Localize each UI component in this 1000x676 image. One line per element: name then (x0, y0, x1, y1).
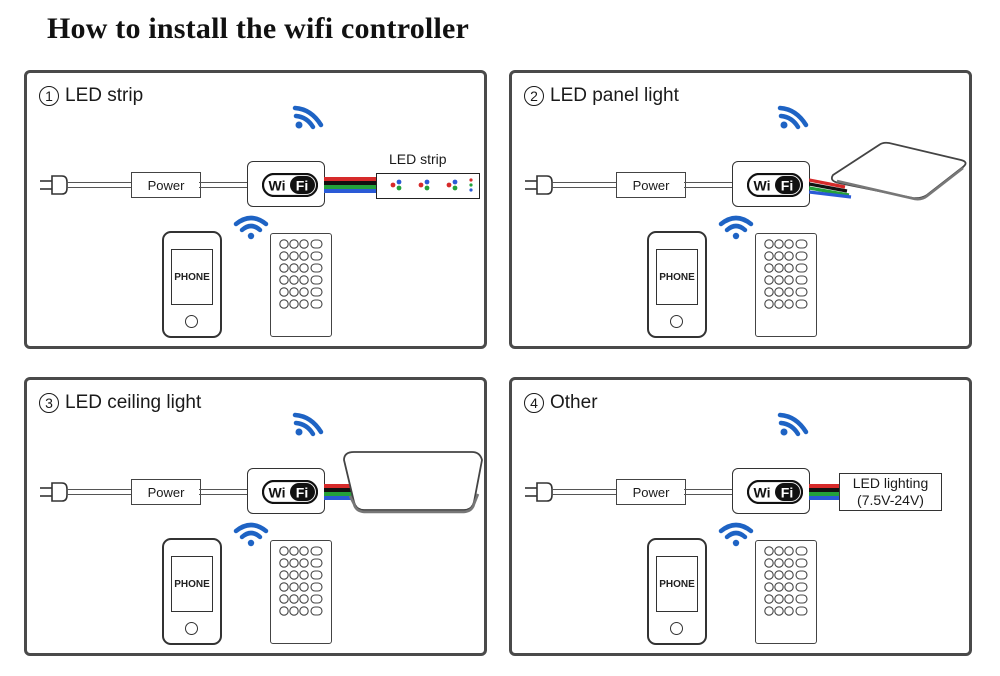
smartphone: PHONE (162, 538, 222, 645)
device-label-line1: LED lighting (852, 475, 929, 491)
remote-control (270, 233, 332, 337)
rgb-wires (809, 484, 839, 500)
home-button-icon (670, 315, 683, 328)
logo-text-left: Wi (269, 178, 286, 194)
logo-text-right: Fi (781, 178, 793, 194)
remote-buttons-icon (279, 546, 323, 616)
plug-icon (525, 175, 553, 195)
rgb-wires (324, 484, 354, 500)
plug-icon (40, 175, 68, 195)
home-button-icon (670, 622, 683, 635)
panel-label: LED ceiling light (65, 392, 202, 413)
remote-buttons-icon (279, 239, 323, 309)
step-number: 4 (524, 393, 544, 413)
power-supply: Power (131, 479, 201, 505)
rgb-wires (324, 177, 382, 193)
remote-buttons-icon (764, 239, 808, 309)
plug-icon (40, 482, 68, 502)
wifi-signal-icon (718, 215, 754, 240)
wifi-controller: Wi Fi (732, 161, 810, 207)
logo-text-left: Wi (754, 178, 771, 194)
cable (67, 182, 135, 188)
wifi-signal-icon (777, 105, 809, 130)
panel-title: 2 LED panel light (524, 85, 679, 107)
smartphone: PHONE (647, 231, 707, 338)
wifi-logo-icon: Wi Fi (262, 480, 318, 504)
wifi-controller: Wi Fi (247, 468, 325, 514)
cable (199, 182, 249, 188)
wifi-signal-icon (233, 215, 269, 240)
power-supply: Power (616, 172, 686, 198)
logo-text-right: Fi (296, 485, 308, 501)
led-ceiling-light-image (343, 451, 483, 514)
panel-title: 1 LED strip (39, 85, 143, 107)
wifi-signal-icon (292, 412, 324, 437)
step-number: 3 (39, 393, 59, 413)
home-button-icon (185, 622, 198, 635)
wifi-controller: Wi Fi (247, 161, 325, 207)
wifi-controller: Wi Fi (732, 468, 810, 514)
cable (684, 182, 734, 188)
cable (552, 182, 620, 188)
wifi-logo-icon: Wi Fi (747, 173, 803, 197)
wifi-signal-icon (777, 412, 809, 437)
panel-label: LED strip (65, 85, 144, 106)
device-label: LED strip (389, 151, 447, 167)
panel-label: Other (550, 392, 598, 413)
smartphone: PHONE (162, 231, 222, 338)
panel-led-ceiling-light: 3 LED ceiling light Power Wi Fi PHONE (24, 377, 487, 656)
home-button-icon (185, 315, 198, 328)
led-chips (390, 178, 473, 192)
remote-control (755, 540, 817, 644)
step-number: 1 (39, 86, 59, 106)
wifi-signal-icon (718, 522, 754, 547)
page-title: How to install the wifi controller (47, 12, 470, 45)
logo-text-right: Fi (781, 485, 793, 501)
phone-screen: PHONE (171, 249, 213, 305)
cable (67, 489, 135, 495)
led-lighting-box: LED lighting (7.5V-24V) (839, 473, 942, 511)
step-number: 2 (524, 86, 544, 106)
led-strip (376, 173, 480, 199)
remote-control (270, 540, 332, 644)
logo-text-right: Fi (296, 178, 308, 194)
panel-title: 3 LED ceiling light (39, 392, 201, 414)
panel-label: LED panel light (550, 85, 679, 106)
cable (684, 489, 734, 495)
smartphone: PHONE (647, 538, 707, 645)
power-supply: Power (131, 172, 201, 198)
plug-icon (525, 482, 553, 502)
wifi-signal-icon (292, 105, 324, 130)
logo-text-left: Wi (269, 485, 286, 501)
led-panel-light-image (809, 141, 967, 201)
wifi-logo-icon: Wi Fi (747, 480, 803, 504)
phone-screen: PHONE (656, 249, 698, 305)
phone-screen: PHONE (171, 556, 213, 612)
wifi-logo-icon: Wi Fi (262, 173, 318, 197)
wifi-signal-icon (233, 522, 269, 547)
phone-screen: PHONE (656, 556, 698, 612)
remote-buttons-icon (764, 546, 808, 616)
cable (199, 489, 249, 495)
remote-control (755, 233, 817, 337)
panel-led-panel-light: 2 LED panel light Power Wi Fi PHONE (509, 70, 972, 349)
cable (552, 489, 620, 495)
power-supply: Power (616, 479, 686, 505)
logo-text-left: Wi (754, 485, 771, 501)
panel-other: 4 Other Power Wi Fi LED lighting (7.5V-2… (509, 377, 972, 656)
device-label-line2: (7.5V-24V) (857, 492, 924, 508)
panel-led-strip: 1 LED strip Power Wi Fi LED strip PHONE (24, 70, 487, 349)
panel-title: 4 Other (524, 392, 598, 414)
